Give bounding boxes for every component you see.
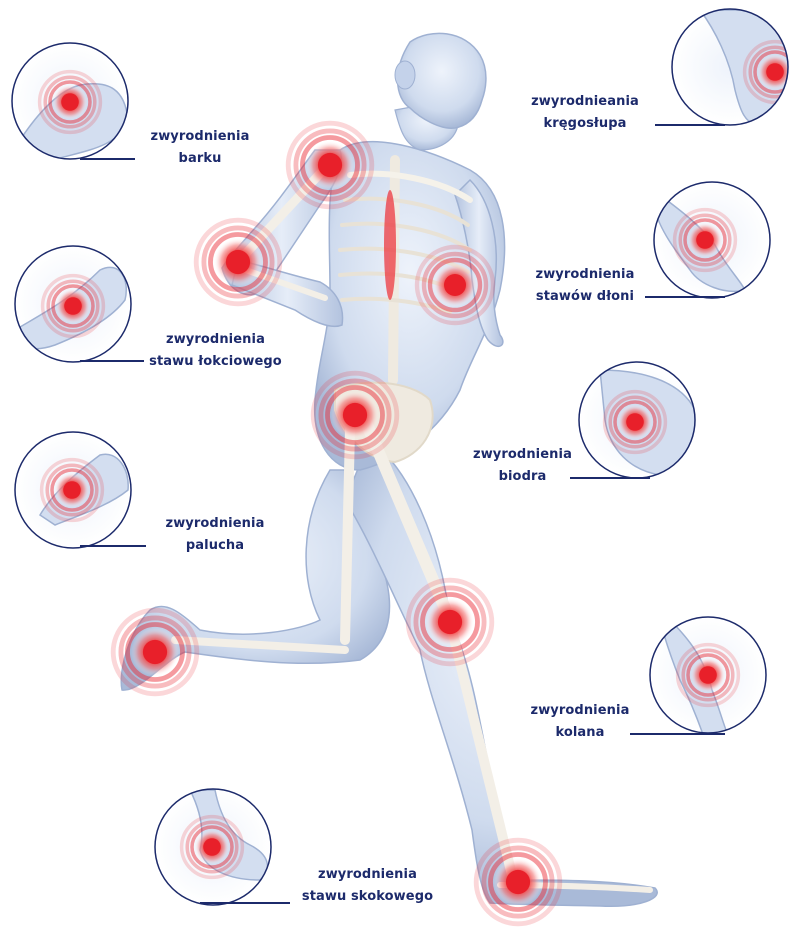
inset-shoulder <box>12 43 128 159</box>
underline-hip <box>570 477 650 479</box>
underline-knee <box>630 733 725 735</box>
pain-shoulder <box>288 123 372 207</box>
inset-hand <box>654 182 770 298</box>
inset-hip <box>579 362 696 478</box>
ear <box>395 61 415 89</box>
pain-elbow <box>196 220 280 304</box>
inset-hip-pain <box>605 392 666 453</box>
pain-hip <box>313 373 397 457</box>
inset-knee <box>650 617 766 740</box>
pain-knee <box>408 580 492 664</box>
inset-elbow <box>15 246 131 362</box>
underline-ankle <box>200 902 290 904</box>
inset-knee-pain <box>678 645 739 706</box>
underline-elbow <box>80 360 144 362</box>
inset-spine <box>672 9 797 125</box>
inset-big-toe-pain <box>42 460 103 521</box>
spine-highlight <box>384 190 396 300</box>
pain-ankle <box>476 840 560 924</box>
inset-hand-pain <box>675 210 736 271</box>
inset-shoulder-pain <box>40 72 101 133</box>
underline-big-toe <box>80 545 146 547</box>
underline-shoulder <box>80 158 135 160</box>
inset-ankle <box>155 789 271 905</box>
pain-hand <box>417 247 493 323</box>
underline-hand <box>645 296 725 298</box>
underline-spine <box>655 124 725 126</box>
inset-ankle-pain <box>182 817 243 878</box>
inset-big-toe <box>15 432 131 548</box>
pain-foot <box>113 610 197 694</box>
inset-elbow-pain <box>43 276 104 337</box>
